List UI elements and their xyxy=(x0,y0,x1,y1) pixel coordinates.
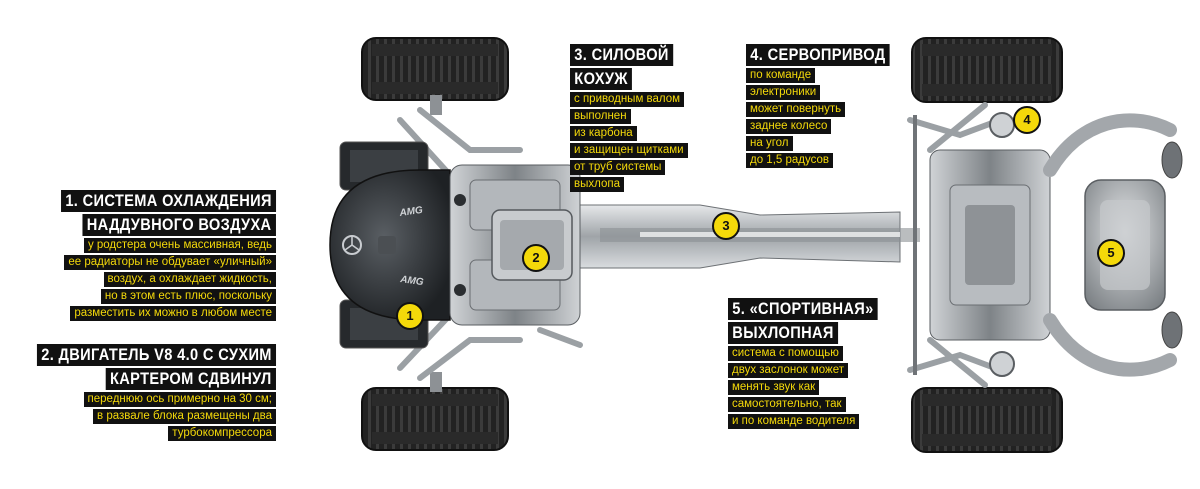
callout-5-line-5: и по команде водителя xyxy=(728,414,860,429)
callout-3-title-2: КОХУЖ xyxy=(570,68,633,90)
callout-5-line-4: самостоятельно, так xyxy=(728,397,846,412)
rear-steering-actuators xyxy=(989,112,1015,377)
callout-3-line-2: выполнен xyxy=(570,109,631,124)
callout-2-line-1: переднюю ось примерно на 30 см; xyxy=(83,392,276,407)
callout-1-line-1: у родстера очень массивная, ведь xyxy=(83,238,276,253)
marker-5: 5 xyxy=(1097,239,1125,267)
callout-1-line-4: но в этом есть плюс, поскольку xyxy=(100,289,276,304)
callout-4-line-1: по команде xyxy=(746,68,816,83)
amg-logo-bottom: AMG xyxy=(399,274,425,288)
callout-3-line-1: с приводным валом xyxy=(570,92,685,107)
callout-1-line-2: ее радиаторы не обдувает «уличный» xyxy=(64,255,276,270)
exhaust-system xyxy=(1043,113,1183,377)
engine-cover: AMG AMG xyxy=(329,169,451,321)
torque-tube xyxy=(559,204,920,269)
callout-2-line-2: в развале блока размещены два xyxy=(93,409,276,424)
callout-4-title-1: 4. СЕРВОПРИВОД xyxy=(746,44,890,66)
callout-2-title-2: КАРТЕРОМ СДВИНУЛ xyxy=(105,368,276,390)
marker-1: 1 xyxy=(396,302,424,330)
amg-logo-top: AMG xyxy=(398,205,424,219)
v8-engine xyxy=(449,164,581,326)
callout-1-title-2: НАДДУВНОГО ВОЗДУХА xyxy=(82,214,276,236)
callout-exhaust: 5. «СПОРТИВНАЯ» ВЫХЛОПНАЯ система с помо… xyxy=(728,298,908,431)
callout-3-line-6: выхлопа xyxy=(570,177,624,192)
callout-charge-air-cooling: 1. СИСТЕМА ОХЛАЖДЕНИЯ НАДДУВНОГО ВОЗДУХА… xyxy=(40,190,276,323)
callout-torque-tube: 3. СИЛОВОЙ КОХУЖ с приводным валом выпол… xyxy=(570,44,740,194)
callout-5-line-2: двух заслонок может xyxy=(728,363,849,378)
callout-4-line-4: заднее колесо xyxy=(746,119,832,134)
callout-5-title-1: 5. «СПОРТИВНАЯ» xyxy=(728,298,878,320)
marker-2: 2 xyxy=(522,244,550,272)
callout-4-line-6: до 1,5 радусов xyxy=(746,153,833,168)
callout-1-line-3: воздух, а охлаждает жидкость, xyxy=(103,272,276,287)
callout-3-title-1: 3. СИЛОВОЙ xyxy=(570,44,674,66)
callout-5-title-2: ВЫХЛОПНАЯ xyxy=(728,322,839,344)
callout-5-line-1: система с помощью xyxy=(728,346,843,361)
callout-4-line-5: на угол xyxy=(746,136,793,151)
callout-1-title-1: 1. СИСТЕМА ОХЛАЖДЕНИЯ xyxy=(60,190,276,212)
front-left-wheel xyxy=(361,37,509,115)
callout-2-line-3: турбокомпрессора xyxy=(168,426,276,441)
callout-3-line-5: от труб системы xyxy=(570,160,666,175)
rear-left-wheel xyxy=(911,37,1063,103)
callout-3-line-3: из карбона xyxy=(570,126,637,141)
front-right-wheel xyxy=(361,372,509,451)
rear-right-wheel xyxy=(911,387,1063,453)
rear-suspension xyxy=(907,102,1003,388)
callout-4-line-3: может повернуть xyxy=(746,102,846,117)
marker-3: 3 xyxy=(712,212,740,240)
rear-transaxle xyxy=(929,149,1051,341)
callout-2-title-1: 2. ДВИГАТЕЛЬ V8 4.0 С СУХИМ xyxy=(36,344,276,366)
callout-engine: 2. ДВИГАТЕЛЬ V8 4.0 С СУХИМ КАРТЕРОМ СДВ… xyxy=(36,344,276,443)
callout-3-line-4: и защищен щитками xyxy=(570,143,688,158)
callout-5-line-3: менять звук как xyxy=(728,380,820,395)
callout-servo: 4. СЕРВОПРИВОД по команде электроники мо… xyxy=(746,44,906,170)
callout-1-line-5: разместить их можно в любом месте xyxy=(70,306,276,321)
marker-4: 4 xyxy=(1013,106,1041,134)
callout-4-line-2: электроники xyxy=(746,85,821,100)
